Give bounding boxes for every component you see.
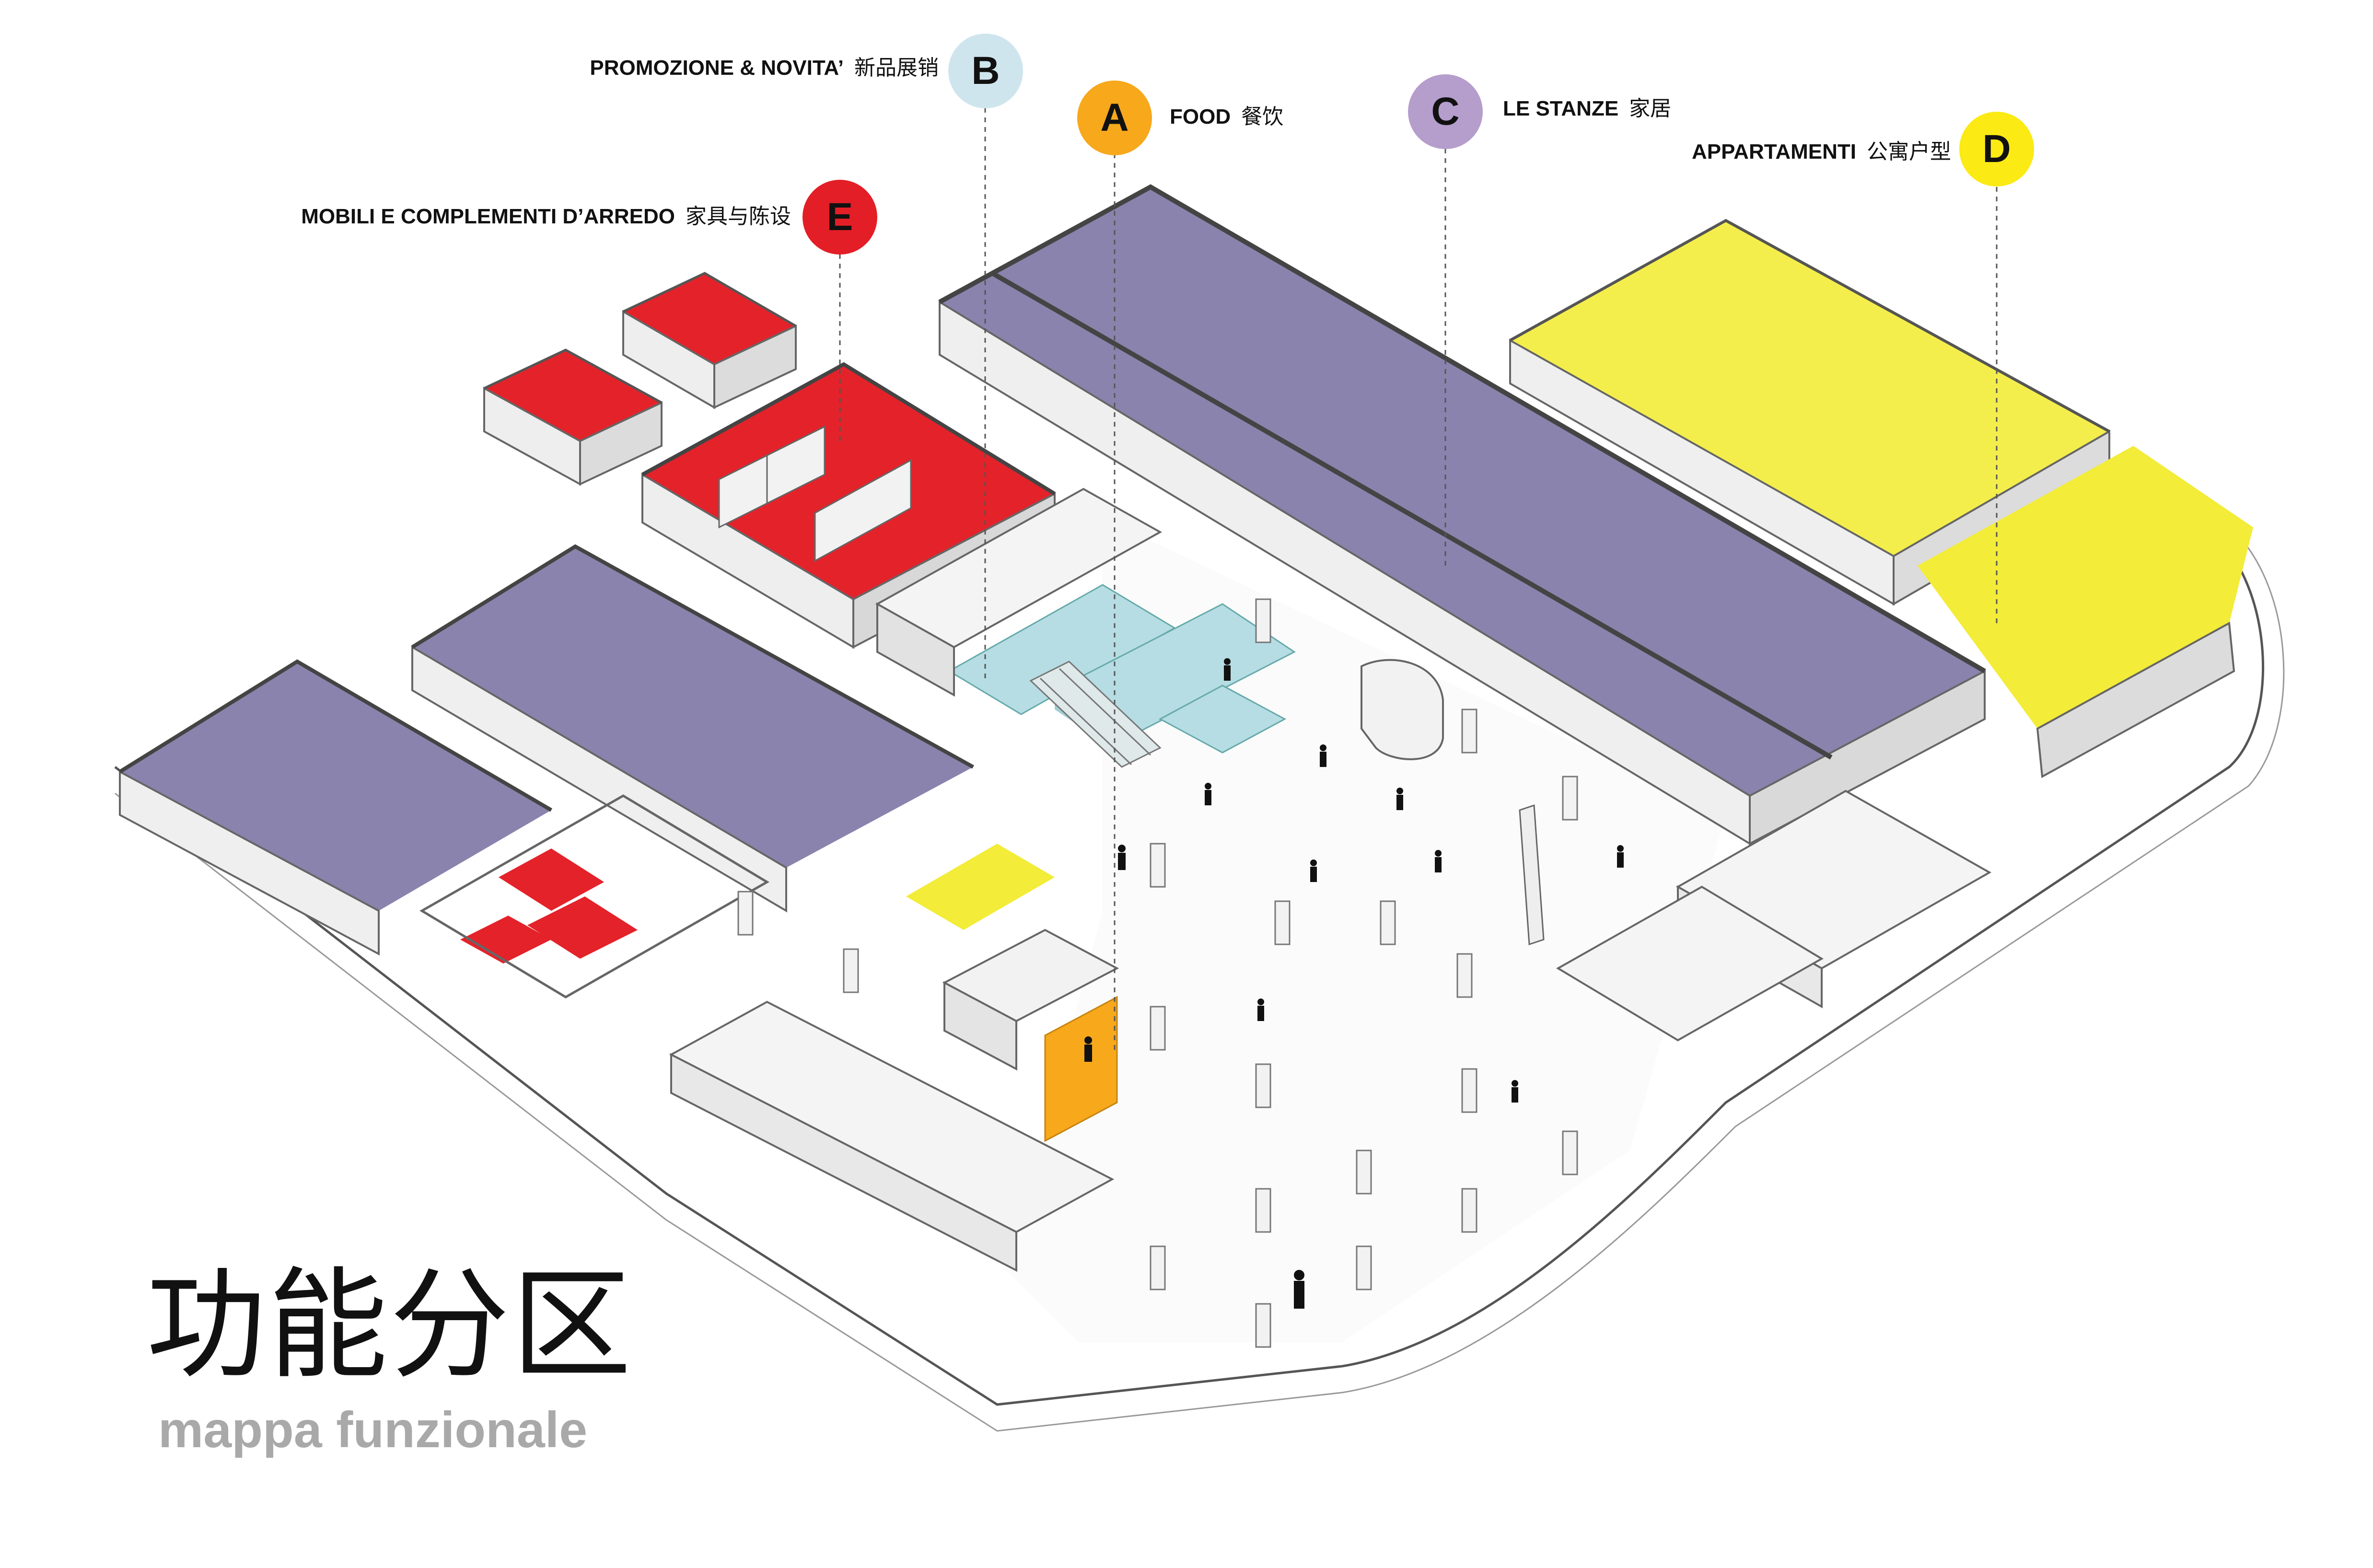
zone-e-lower-cluster xyxy=(419,794,769,999)
zone-b-label: PROMOZIONE & NOVITA’ xyxy=(590,56,844,80)
zone-e-label-cn: 家具与陈设 xyxy=(686,204,791,229)
zone-c-label-cn: 家居 xyxy=(1629,96,1672,121)
zone-badge-d: D xyxy=(1959,112,2034,186)
zone-label-a: FOOD 餐饮 xyxy=(1170,106,1283,128)
zone-badge-c: C xyxy=(1408,74,1483,149)
zone-badge-b: B xyxy=(948,34,1023,108)
zone-badge-a: A xyxy=(1077,81,1152,155)
zone-label-b: PROMOZIONE & NOVITA’ 新品展销 xyxy=(590,58,939,79)
leader-lines xyxy=(839,108,1998,1055)
zone-d-label-cn: 公寓户型 xyxy=(1867,139,1951,164)
zone-c-top-block xyxy=(938,184,1986,846)
people-silhouettes xyxy=(1084,658,1624,1309)
zone-label-e: MOBILI E COMPLEMENTI D’ARREDO 家具与陈设 xyxy=(301,206,791,227)
zone-a-label: FOOD xyxy=(1170,105,1231,128)
zone-e-red-units xyxy=(483,272,1056,649)
zone-d-label: APPARTAMENTI xyxy=(1691,140,1856,163)
lower-wings xyxy=(669,790,1992,1272)
zone-label-c: LE STANZE 家居 xyxy=(1503,98,1671,119)
zone-b-label-cn: 新品展销 xyxy=(854,56,939,80)
title-italian: mappa funzionale xyxy=(158,1402,588,1458)
round-kiosk xyxy=(1361,659,1444,760)
zone-a-label-cn: 餐饮 xyxy=(1241,105,1284,129)
zone-e-label: MOBILI E COMPLEMENTI D’ARREDO xyxy=(301,205,675,228)
zone-b-promotion-area xyxy=(875,488,1296,768)
plaza-columns xyxy=(737,598,1578,1348)
zone-badge-e: E xyxy=(803,180,877,255)
zone-a-food-area xyxy=(942,929,1119,1142)
title-chinese: 功能分区 xyxy=(146,1255,633,1395)
zone-c-left-block xyxy=(118,544,974,956)
zone-d-apartments xyxy=(906,219,2253,930)
zone-c-label: LE STANZE xyxy=(1503,97,1619,120)
building-perimeter xyxy=(114,522,2285,1432)
zone-label-d: APPARTAMENTI 公寓户型 xyxy=(1692,141,1951,163)
plaza-stair xyxy=(1519,804,1545,946)
